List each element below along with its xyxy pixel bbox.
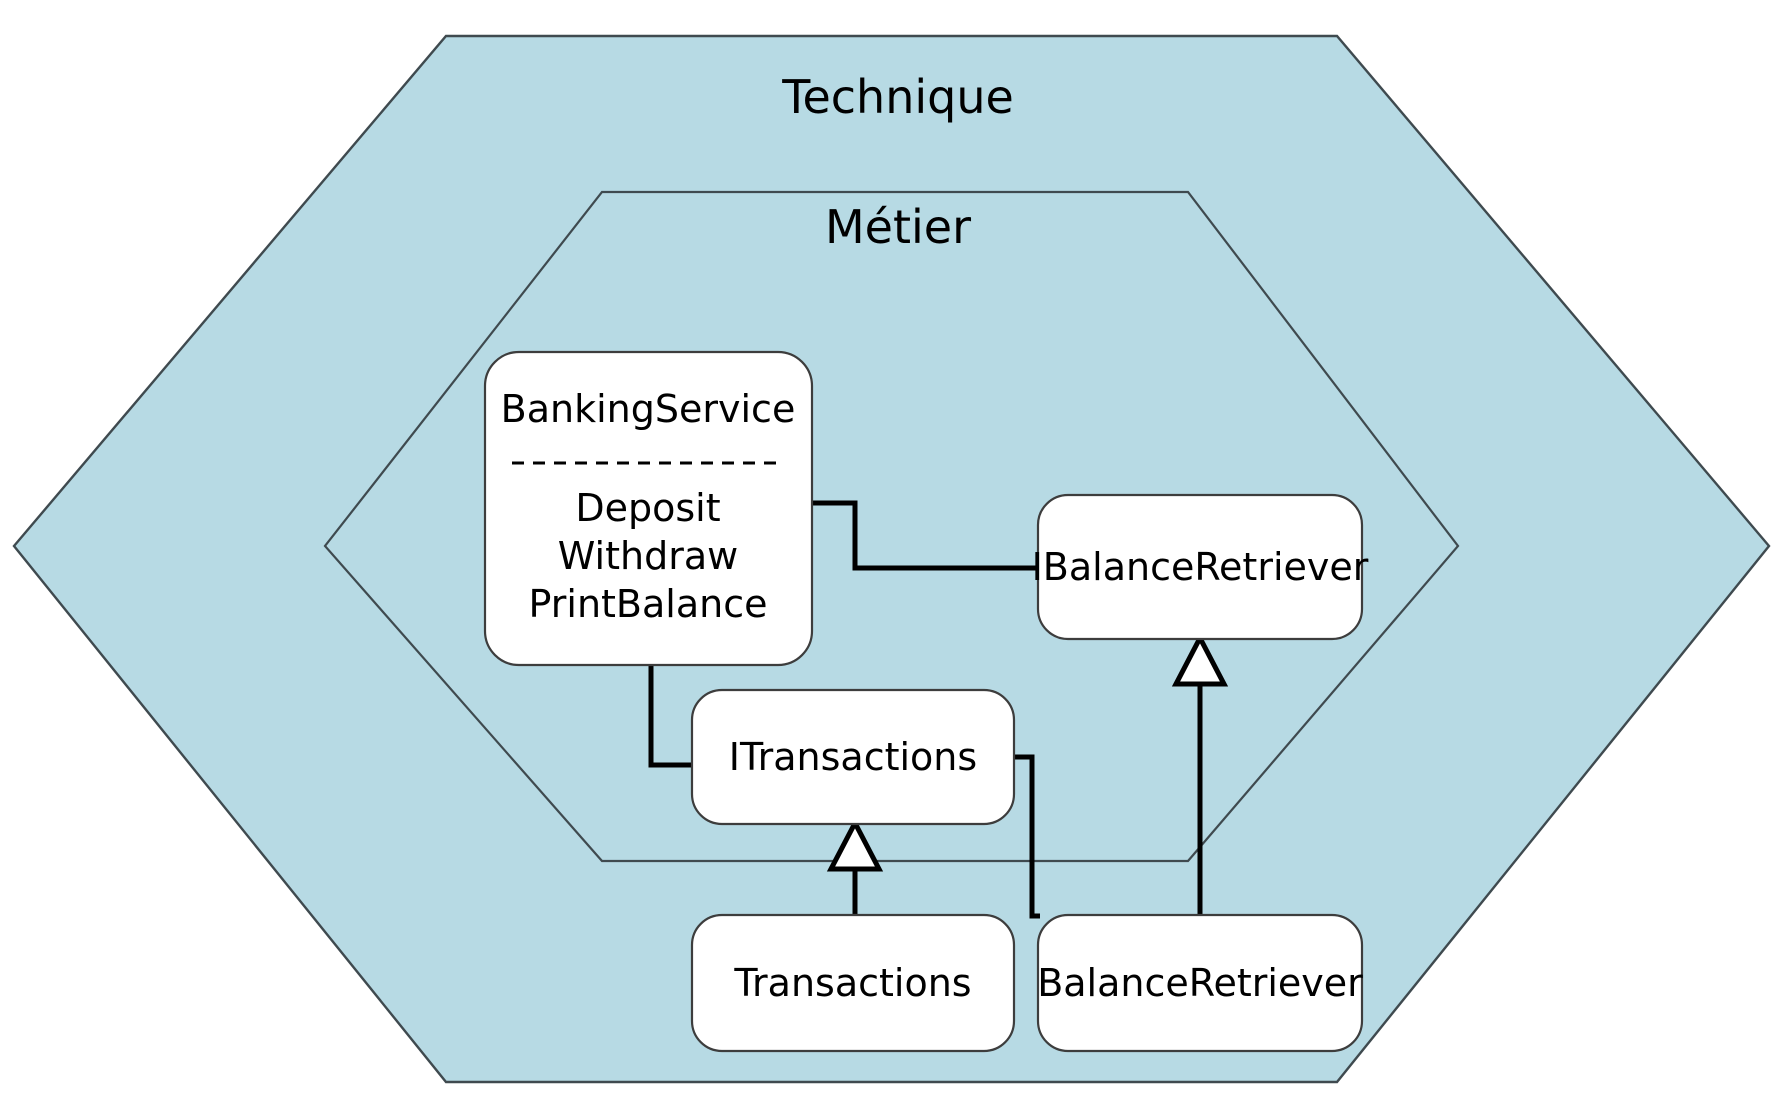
node-balance-retriever-box[interactable]: [1036, 913, 1364, 1053]
node-banking-service-member-printbalance: PrintBalance: [529, 582, 768, 626]
inner-hexagon-label: Métier: [825, 200, 971, 254]
node-ibalance-retriever-box[interactable]: [1036, 493, 1364, 641]
realization-arrowhead-ibalanceretriever: [1171, 632, 1229, 687]
connector-bankingservice-itransactions: [648, 665, 692, 768]
node-itransactions-title: ITransactions: [729, 735, 977, 779]
node-transactions-title: Transactions: [733, 961, 971, 1005]
connector-bankingservice-ibalanceretriever: [812, 500, 1038, 571]
node-banking-service-member-withdraw: Withdraw: [558, 534, 738, 578]
node-balance-retriever[interactable]: BalanceRetriever: [1036, 913, 1364, 1053]
node-banking-service-member-deposit: Deposit: [575, 486, 720, 530]
node-banking-service-title: BankingService: [501, 387, 796, 431]
node-transactions[interactable]: Transactions: [690, 913, 1016, 1053]
node-itransactions[interactable]: ITransactions: [690, 688, 1016, 826]
node-balance-retriever-title: BalanceRetriever: [1037, 961, 1363, 1005]
node-ibalance-retriever[interactable]: IBalanceRetriever: [1032, 493, 1369, 641]
node-banking-service-box[interactable]: [483, 350, 814, 667]
outer-hexagon-shape: [12, 34, 1771, 1084]
node-itransactions-box[interactable]: [690, 688, 1016, 826]
node-banking-service[interactable]: BankingService Deposit Withdraw PrintBal…: [483, 350, 814, 667]
node-transactions-box[interactable]: [690, 913, 1016, 1053]
node-ibalance-retriever-title: IBalanceRetriever: [1032, 545, 1369, 589]
connector-itransactions-balanceretriever: [1013, 754, 1040, 919]
realization-arrowhead-itransactions: [826, 817, 884, 872]
inner-hexagon-metier: [323, 190, 1460, 863]
outer-hexagon-label: Technique: [781, 70, 1014, 124]
